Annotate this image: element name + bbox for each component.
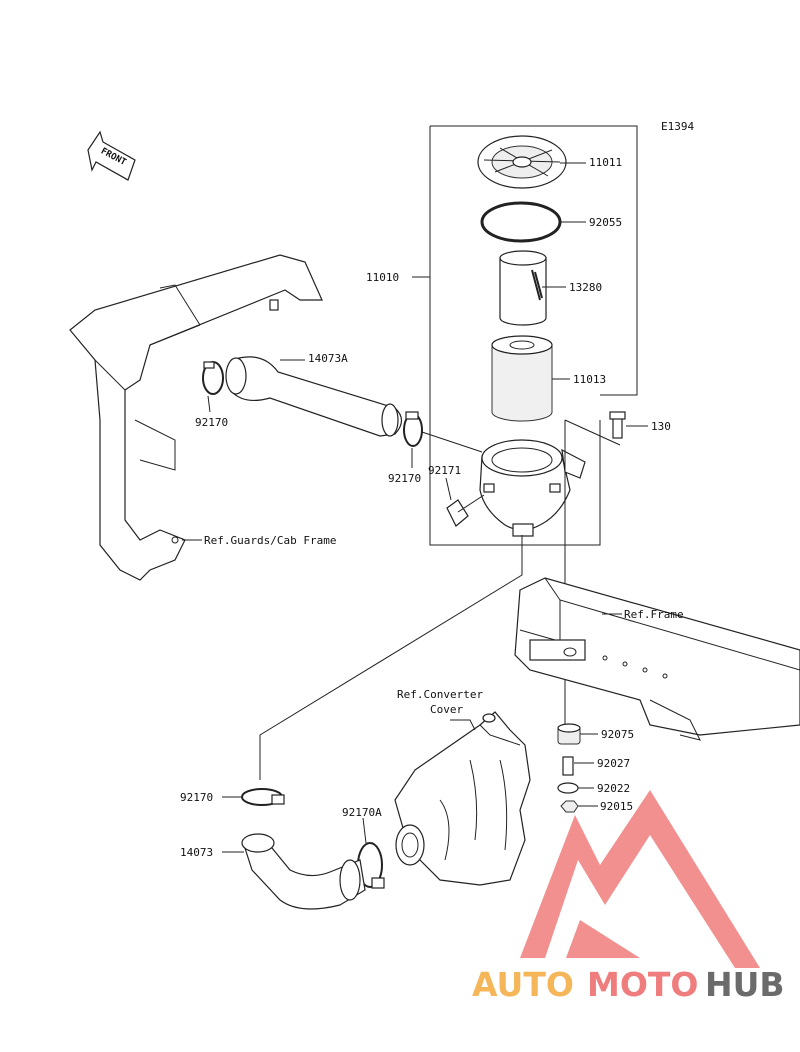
leader-92170-mid — [411, 431, 483, 468]
assembly-bracket — [429, 125, 638, 546]
filter-sleeve-icon — [499, 250, 547, 326]
part-number-130: 130 — [651, 420, 671, 433]
part-number-92075: 92075 — [601, 728, 634, 741]
front-arrow-icon: FRONT — [87, 130, 136, 181]
part-number-11013: 11013 — [573, 373, 606, 386]
intake-hose-lower-icon — [241, 833, 366, 910]
ref-converter-label-line1: Ref.Converter — [397, 688, 483, 701]
rubber-mount-icon — [557, 723, 581, 745]
hose-clamp-lower-icon — [241, 788, 285, 806]
guard-frame-icon — [69, 254, 323, 581]
part-number-92015: 92015 — [600, 800, 633, 813]
hose-clamp-mid-icon — [403, 411, 423, 447]
o-ring-icon — [480, 201, 562, 243]
part-number-92055: 92055 — [589, 216, 622, 229]
hose-clamp-left-icon — [202, 361, 224, 395]
intake-hose-upper-icon — [225, 356, 403, 437]
part-number-11010: 11010 — [366, 271, 399, 284]
air-cleaner-cap-icon — [477, 135, 567, 189]
watermark-text-hub: HUB — [705, 965, 785, 1004]
part-number-14073A: 14073A — [308, 352, 348, 365]
ref-frame-label: Ref.Frame — [624, 608, 684, 621]
part-number-92170-low: 92170 — [180, 791, 213, 804]
watermark-logo: AUTO MOTO HUB — [472, 790, 785, 1004]
collar-icon — [562, 756, 574, 776]
main-frame-icon — [514, 577, 800, 741]
ref-converter-label-line2: Cover — [430, 703, 463, 716]
part-number-92171: 92171 — [428, 464, 461, 477]
bolt-icon — [609, 411, 626, 439]
part-number-92170A: 92170A — [342, 806, 382, 819]
watermark-triangle-icon — [520, 790, 760, 968]
watermark-text-moto: MOTO — [587, 965, 698, 1004]
part-number-92027: 92027 — [597, 757, 630, 770]
leader-92170-low — [259, 535, 523, 780]
converter-cover-icon — [394, 711, 531, 886]
washer-icon — [557, 782, 579, 794]
air-filter-element-icon — [491, 335, 553, 422]
leader-92170A — [362, 817, 367, 844]
leader-92170-left — [207, 395, 211, 413]
nut-icon — [560, 800, 579, 813]
leader-converter — [450, 719, 476, 731]
part-number-92022: 92022 — [597, 782, 630, 795]
air-cleaner-housing-icon — [479, 439, 586, 537]
ref-guards-label: Ref.Guards/Cab Frame — [204, 534, 336, 547]
diagram-code: E1394 — [661, 120, 694, 133]
part-number-14073: 14073 — [180, 846, 213, 859]
watermark-text-auto: AUTO — [472, 965, 574, 1004]
part-number-13280: 13280 — [569, 281, 602, 294]
part-number-92170-left: 92170 — [195, 416, 228, 429]
part-number-11011: 11011 — [589, 156, 622, 169]
part-number-92170-mid: 92170 — [388, 472, 421, 485]
leader-92171 — [445, 477, 452, 501]
clip-icon — [446, 494, 485, 527]
hose-clamp-a-icon — [357, 842, 385, 889]
